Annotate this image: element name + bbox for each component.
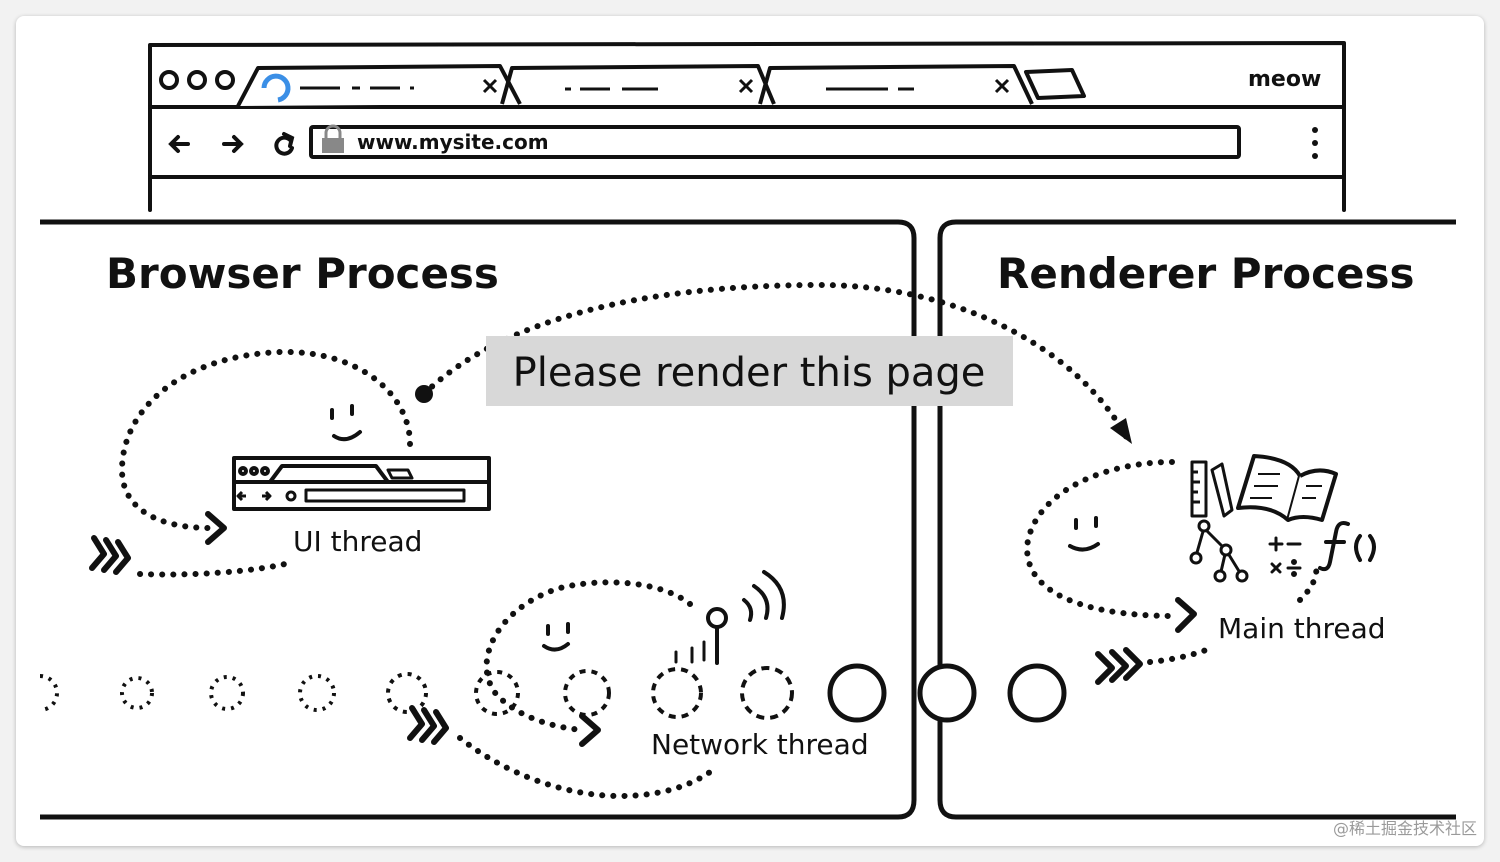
ui-thread-face-icon: [330, 404, 362, 442]
network-thread-chevrons-icon: [407, 705, 449, 745]
tab-close-icon: [738, 78, 754, 94]
ipc-arrowhead-icon: [1110, 418, 1132, 444]
tab-close-icon: [482, 78, 498, 94]
menu-kebab-icon[interactable]: [1312, 127, 1318, 159]
loading-spinner-icon: [261, 73, 291, 103]
ui-thread-chevrons-icon: [89, 535, 131, 575]
url-text: www.mysite.com: [357, 130, 549, 154]
main-thread-loop: [1024, 459, 1320, 665]
antenna-signal-icon: [674, 570, 786, 665]
network-thread-face-icon: [542, 622, 570, 652]
tab-2[interactable]: [500, 64, 776, 105]
window-control-dots-icon[interactable]: [159, 70, 235, 90]
browser-process-box: [40, 219, 917, 820]
renderer-process-box: [937, 219, 1456, 820]
browser-corner-label: meow: [1248, 67, 1321, 92]
tab-3[interactable]: [758, 64, 1034, 105]
ui-thread-loop: [118, 348, 413, 578]
message-text: Please render this page: [513, 350, 986, 396]
ui-thread-browser-icon: [232, 456, 491, 511]
network-thread-loop: [457, 579, 713, 800]
main-thread-face-icon: [1068, 516, 1100, 552]
network-thread-label: Network thread: [651, 728, 869, 761]
math-operators-icon: [1268, 536, 1302, 577]
main-thread-chevrons-icon: [1095, 647, 1143, 685]
tree-graph-icon: [1189, 519, 1249, 583]
tab-1[interactable]: [236, 64, 522, 107]
lock-icon: [322, 124, 344, 153]
new-tab-icon[interactable]: [1024, 68, 1086, 100]
ui-thread-arrow-icon: [205, 511, 227, 545]
ui-thread-label: UI thread: [293, 525, 422, 558]
forward-arrow-icon[interactable]: [222, 135, 244, 153]
browser-window-sketch: [148, 41, 1346, 212]
network-thread-arrow-icon: [579, 713, 601, 747]
tab-close-icon: [994, 78, 1010, 94]
message-box: [486, 336, 1013, 406]
reload-icon[interactable]: [274, 132, 295, 156]
main-thread-label: Main thread: [1218, 612, 1386, 645]
back-arrow-icon[interactable]: [168, 135, 190, 153]
ruler-pencil-icon: [1190, 460, 1234, 518]
ipc-message-arc: [421, 281, 1131, 443]
browser-process-title: Browser Process: [106, 249, 499, 298]
thread-pool-circles: [39, 663, 1067, 723]
open-book-icon: [1236, 454, 1338, 522]
ipc-message-start-dot: [415, 385, 433, 403]
renderer-process-title: Renderer Process: [997, 249, 1415, 298]
address-bar[interactable]: [309, 125, 1241, 159]
watermark-text: @稀土掘金技术社区: [1333, 819, 1477, 838]
main-thread-arrow-icon: [1175, 597, 1197, 633]
function-icon: [1318, 521, 1376, 572]
